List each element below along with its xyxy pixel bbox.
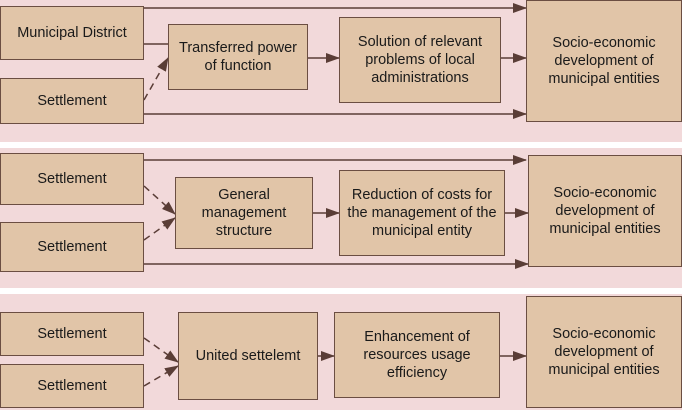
settlement-box: Settlement (0, 78, 144, 124)
socio-economic-result-box: Socio-economic development of municipal … (528, 155, 682, 267)
united-settlement-box: United settelemt (178, 312, 318, 400)
settlement-box: Settlement (0, 364, 144, 408)
socio-economic-result-box: Socio-economic development of municipal … (526, 0, 682, 122)
arrow-row3-settlement2-dashed (143, 365, 179, 387)
arrow-row2-settlement2-dashed (143, 217, 176, 241)
municipal-district-box: Municipal District (0, 6, 144, 60)
arrow-row1-settlement-dashed (143, 57, 169, 101)
socio-economic-result-box: Socio-economic development of municipal … (526, 296, 682, 408)
row-separator-1 (0, 142, 682, 148)
settlement-box: Settlement (0, 222, 144, 272)
arrow-row3-settlement1-dashed (143, 337, 179, 363)
solution-problems-box: Solution of relevant problems of local a… (339, 17, 501, 103)
settlement-box: Settlement (0, 153, 144, 205)
row-separator-2 (0, 288, 682, 294)
transferred-power-box: Transferred power of function (168, 24, 308, 90)
reduction-costs-box: Reduction of costs for the management of… (339, 170, 505, 256)
enhancement-efficiency-box: Enhancement of resources usage efficienc… (334, 312, 500, 398)
arrow-row2-settlement1-dashed (143, 185, 176, 215)
settlement-box: Settlement (0, 312, 144, 356)
general-management-box: General management structure (175, 177, 313, 249)
